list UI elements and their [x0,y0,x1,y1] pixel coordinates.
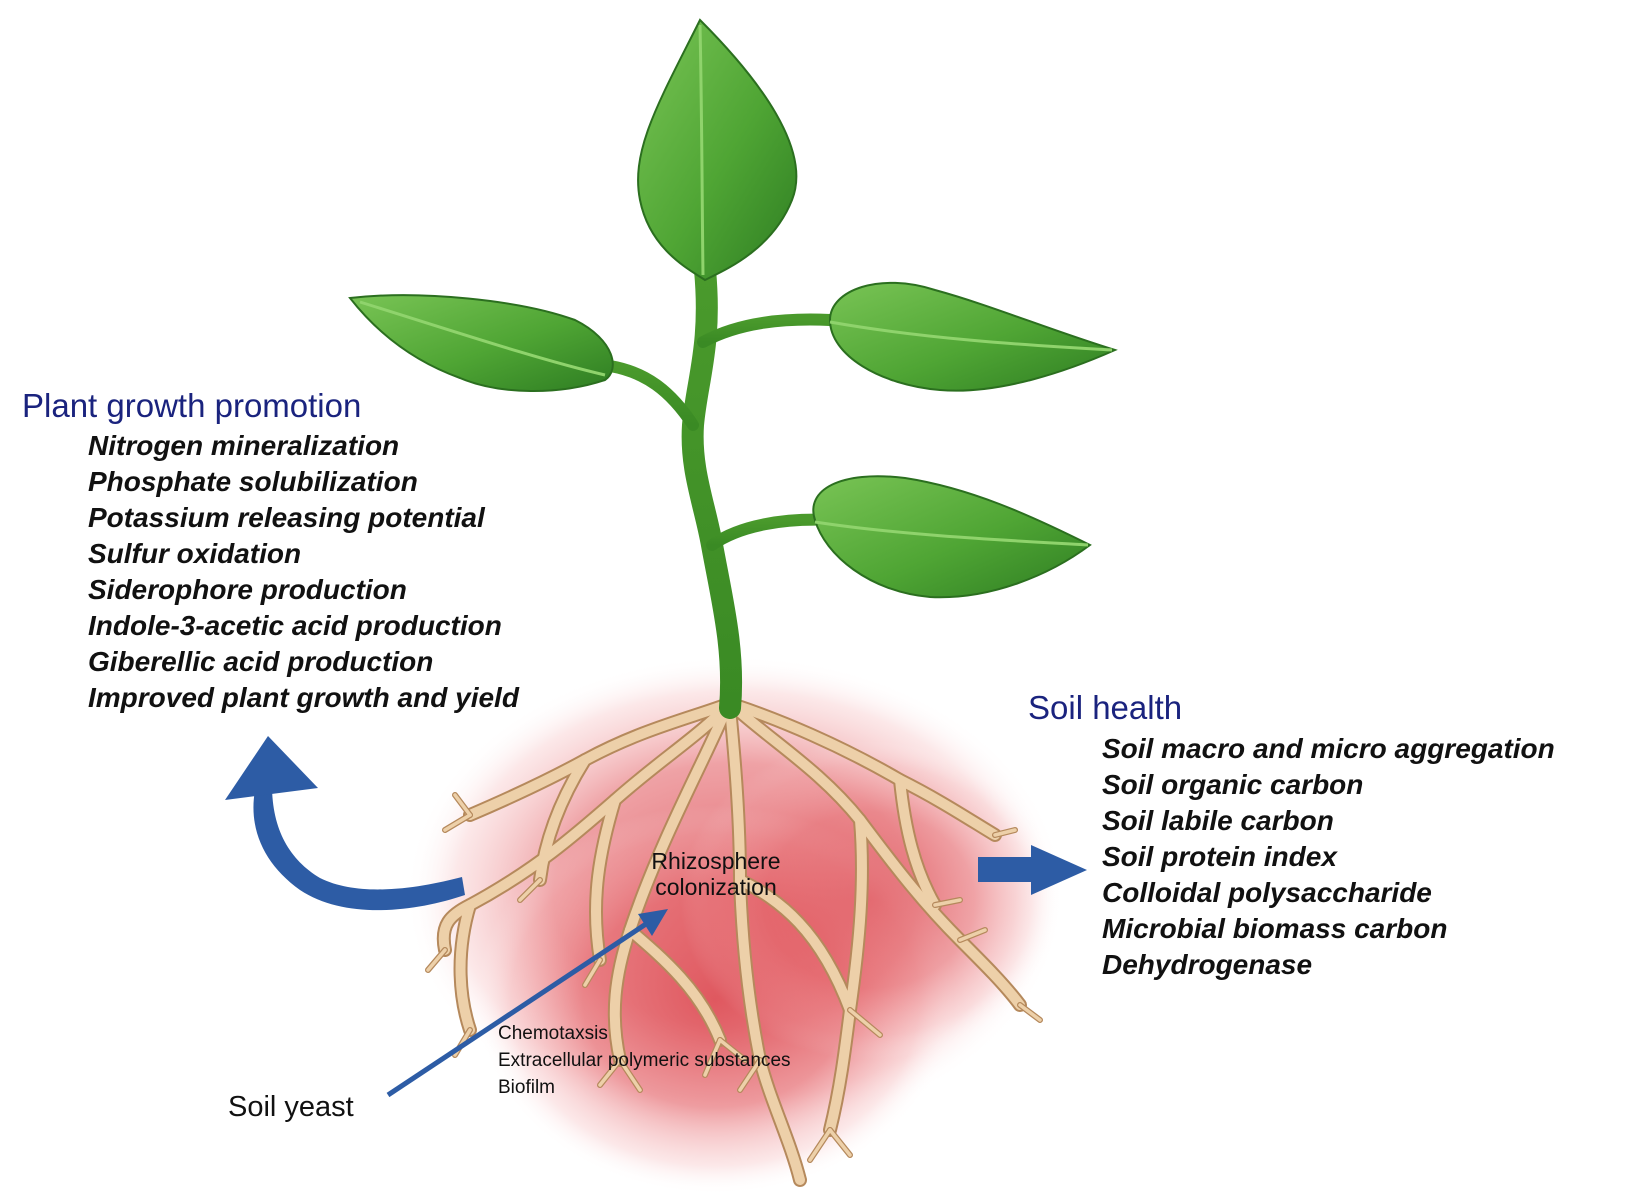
list-item: Extracellular polymeric substances [498,1050,791,1071]
rhizosphere-label-line2: colonization [655,874,777,900]
list-item: Dehydrogenase [1102,949,1313,980]
list-item: Soil macro and micro aggregation [1102,733,1555,764]
arrow-up-right [386,909,668,1098]
list-item: Giberellic acid production [88,646,434,677]
top-leaf [637,18,798,282]
mechanism-list: Chemotaxsis Extracellular polymeric subs… [498,1020,791,1101]
plant-icon [348,18,1118,719]
soil-yeast-label: Soil yeast [228,1091,354,1123]
upper-right-leaf [828,281,1118,392]
list-item: Potassium releasing potential [88,502,485,533]
rhizosphere-label-line1: Rhizosphere [651,848,781,874]
list-item: Nitrogen mineralization [88,430,400,461]
list-item: Microbial biomass carbon [1102,913,1448,944]
rhizosphere-colonization-label: Rhizosphere colonization [616,848,816,900]
list-item: Sulfur oxidation [88,538,302,569]
list-item: Improved plant growth and yield [88,682,519,713]
soil-health-heading: Soil health [1028,689,1183,726]
list-item: Indole-3-acetic acid production [88,610,502,641]
arrow-right [978,845,1087,895]
leaves [348,18,1118,599]
plant-growth-promotion-list: Nitrogen mineralization Phosphate solubi… [88,428,519,716]
list-item: Chemotaxsis [498,1023,608,1044]
list-item: Soil labile carbon [1102,805,1334,836]
list-item: Soil organic carbon [1102,769,1364,800]
list-item: Siderophore production [88,574,407,605]
list-item: Biofilm [498,1077,556,1098]
roots-icon [425,698,1043,1187]
upper-left-leaf [348,294,614,392]
curved-arrow-up-left [225,736,465,911]
plant-growth-promotion-heading: Plant growth promotion [22,387,362,424]
list-item: Soil protein index [1102,841,1337,872]
list-item: Phosphate solubilization [88,466,418,497]
stem [604,259,836,719]
list-item: Colloidal polysaccharide [1102,877,1432,908]
soil-health-list: Soil macro and micro aggregation Soil or… [1102,731,1555,983]
